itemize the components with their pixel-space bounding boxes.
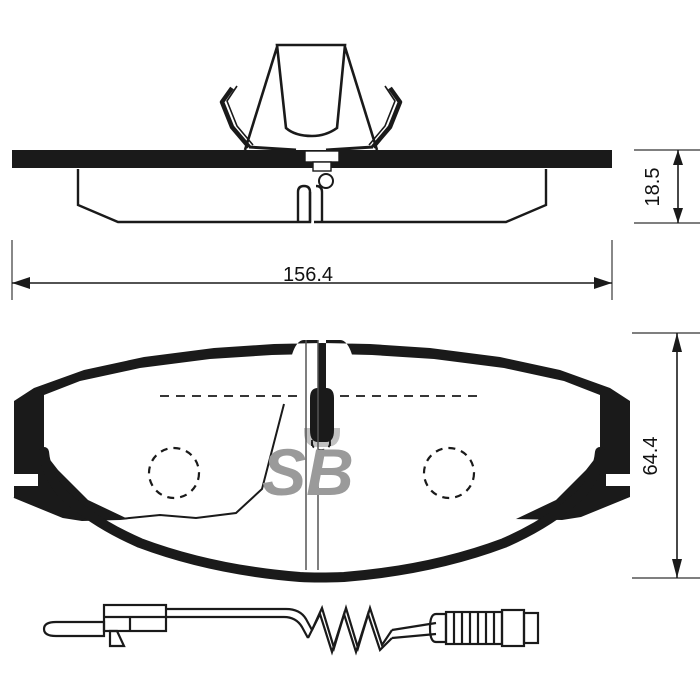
length-dimension-label: 156.4: [283, 264, 333, 286]
thickness-arrow-up: [673, 150, 683, 165]
clip-left-inner-leg: [243, 46, 279, 151]
clip-center-tab: [275, 43, 347, 138]
sensor-lead-wire-top: [166, 607, 313, 631]
pad-friction-surface: [44, 354, 600, 563]
hidden-hole-left: [147, 446, 201, 500]
clip-right-foot: [325, 145, 374, 152]
height-arrow-down: [672, 559, 682, 578]
sensor-lead-wire-bottom: [166, 615, 309, 639]
brake-pad-front-view: SB: [13, 340, 630, 583]
thickness-dimension-label: 18.5: [642, 168, 664, 207]
sensor-left-terminal-loop: [42, 620, 106, 638]
friction-block-left-outline: [76, 169, 312, 224]
friction-block-right-outline: [314, 169, 548, 224]
pad-bottom-arc: [39, 447, 605, 583]
clip-left-spring-arm: [219, 86, 251, 149]
sb-brand-logo: SB: [262, 435, 354, 509]
height-arrow-up: [672, 333, 682, 352]
sensor-connector-tab: [108, 629, 126, 648]
pad-left-edge-line: [13, 403, 285, 522]
sensor-wire-to-plug-bottom: [391, 632, 437, 640]
clip-left-foot: [248, 145, 297, 152]
pad-length-dimension: 156.4: [11, 240, 613, 300]
sensor-plug-tip: [522, 611, 540, 645]
length-arrow-right: [594, 277, 612, 289]
sensor-plug-boot: [428, 612, 448, 644]
clip-right-spring-arm-inner: [368, 85, 396, 146]
height-dimension-label: 64.4: [640, 437, 662, 476]
sensor-hole-side: [318, 173, 334, 189]
sensor-coil-lower: [307, 610, 393, 656]
pad-height-dimension: 64.4: [632, 332, 700, 579]
sensor-coil-upper: [310, 604, 393, 652]
clip-left-spring-arm-inner: [226, 85, 254, 146]
plate-boss-stem: [312, 161, 332, 172]
sensor-wire-to-plug-top: [391, 621, 437, 632]
wear-sensor-assembly: [42, 603, 540, 656]
pad-thickness-dimension: 18.5: [634, 149, 700, 224]
friction-slot-right-edge: [315, 184, 324, 222]
center-slot-dash-bottom: [311, 441, 331, 451]
length-arrow-left: [12, 277, 30, 289]
side-profile-view: [12, 150, 612, 224]
spring-clip-top-view: [219, 43, 403, 152]
hidden-hole-right: [422, 446, 476, 500]
clip-right-spring-arm: [371, 86, 403, 149]
plate-boss: [304, 150, 340, 163]
clip-right-inner-leg: [343, 46, 379, 151]
thickness-arrow-down: [673, 208, 683, 223]
